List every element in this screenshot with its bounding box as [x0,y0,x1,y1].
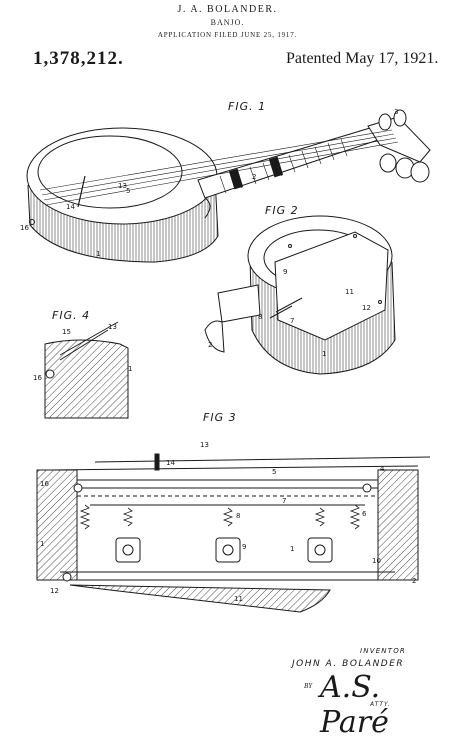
ref-numeral: 5 [272,468,277,476]
ref-numeral: 11 [234,595,243,603]
fig1-label: FIG. 1 [228,100,267,113]
fig1-banjo [26,109,431,263]
ref-numeral: 8 [236,512,241,520]
ref-numeral: 15 [62,328,71,336]
ref-numeral: 1 [128,365,133,373]
by-label: BY [304,682,313,690]
application-filed-date: APPLICATION FILED JUNE 25, 1917. [157,31,298,39]
fig2-banjo [204,215,396,375]
fig2-label: FIG 2 [265,204,299,217]
ref-numeral: 11 [345,288,354,296]
ref-numeral: 6 [362,510,367,518]
fig3-label: FIG 3 [203,411,237,424]
attorney-label: ATTY. [370,701,391,708]
ref-numeral: 13 [108,323,117,331]
inventor-label: INVENTOR [360,647,406,655]
inventor-name: JOHN A. BOLANDER [292,659,405,669]
ref-numeral: 1 [40,540,45,548]
patented-date: Patented May 17, 1921. [286,50,439,67]
ref-numeral: 14 [66,203,75,211]
fig3-section [36,453,431,613]
ref-numeral: 1 [96,250,101,258]
ref-numeral: 8 [258,313,263,321]
ref-numeral: 9 [242,543,247,551]
patent-number: 1,378,212. [33,48,124,69]
fig4-label: FIG. 4 [52,309,91,322]
ref-numeral: 7 [282,497,287,505]
ref-numeral: 14 [166,459,175,467]
ref-numeral: 2 [208,341,213,349]
ref-numeral: 2 [412,577,417,585]
ref-numeral: 7 [290,317,295,325]
ref-numeral: 16 [20,224,29,232]
ref-numeral: 16 [33,374,42,382]
patent-drawing [26,109,431,613]
ref-numeral: 4 [380,465,385,473]
ref-numeral: 9 [283,268,288,276]
ref-numeral: 12 [50,587,59,595]
ref-numeral: 2 [252,173,257,181]
invention-title: BANJO. [210,18,245,27]
ref-numeral: 3 [394,108,399,116]
ref-numeral: 5 [126,187,131,195]
ref-numeral: 16 [40,480,49,488]
ref-numeral: 1 [322,350,327,358]
ref-numeral: 12 [362,304,371,312]
fig4-detail [44,321,129,419]
ref-numeral: 1 [290,545,295,553]
ref-numeral: 10 [372,557,381,565]
ref-numeral: 13 [118,182,127,190]
inventor-header: J. A. BOLANDER. [177,4,278,15]
ref-numeral: 13 [200,441,209,449]
